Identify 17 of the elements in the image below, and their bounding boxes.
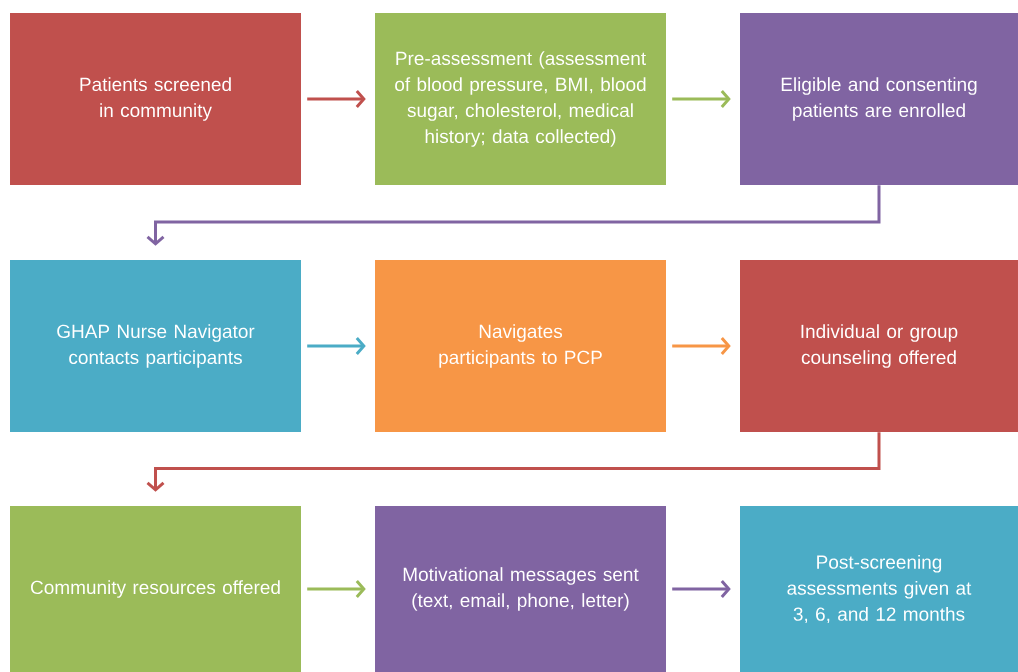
process-box: Community resources offered xyxy=(10,506,301,672)
arrow xyxy=(146,185,881,246)
arrow xyxy=(672,90,731,108)
process-box: Post-screening assessments given at 3, 6, and 12 months xyxy=(740,506,1018,672)
arrow xyxy=(672,337,731,355)
arrow xyxy=(307,337,366,355)
process-box: Pre-assessment (assessment of blood pressure, BMI, blood sugar, cholesterol, medical history; data collected) xyxy=(375,13,666,185)
arrow xyxy=(146,432,881,492)
process-box: GHAP Nurse Navigator contacts participants xyxy=(10,260,301,432)
arrow xyxy=(307,90,366,108)
process-box: Patients screened in community xyxy=(10,13,301,185)
process-box: Individual or group counseling offered xyxy=(740,260,1018,432)
process-box: Navigates participants to PCP xyxy=(375,260,666,432)
arrow xyxy=(672,580,731,598)
process-box: Eligible and consenting patients are enrolled xyxy=(740,13,1018,185)
process-box: Motivational messages sent (text, email, phone, letter) xyxy=(375,506,666,672)
arrow xyxy=(307,580,366,598)
